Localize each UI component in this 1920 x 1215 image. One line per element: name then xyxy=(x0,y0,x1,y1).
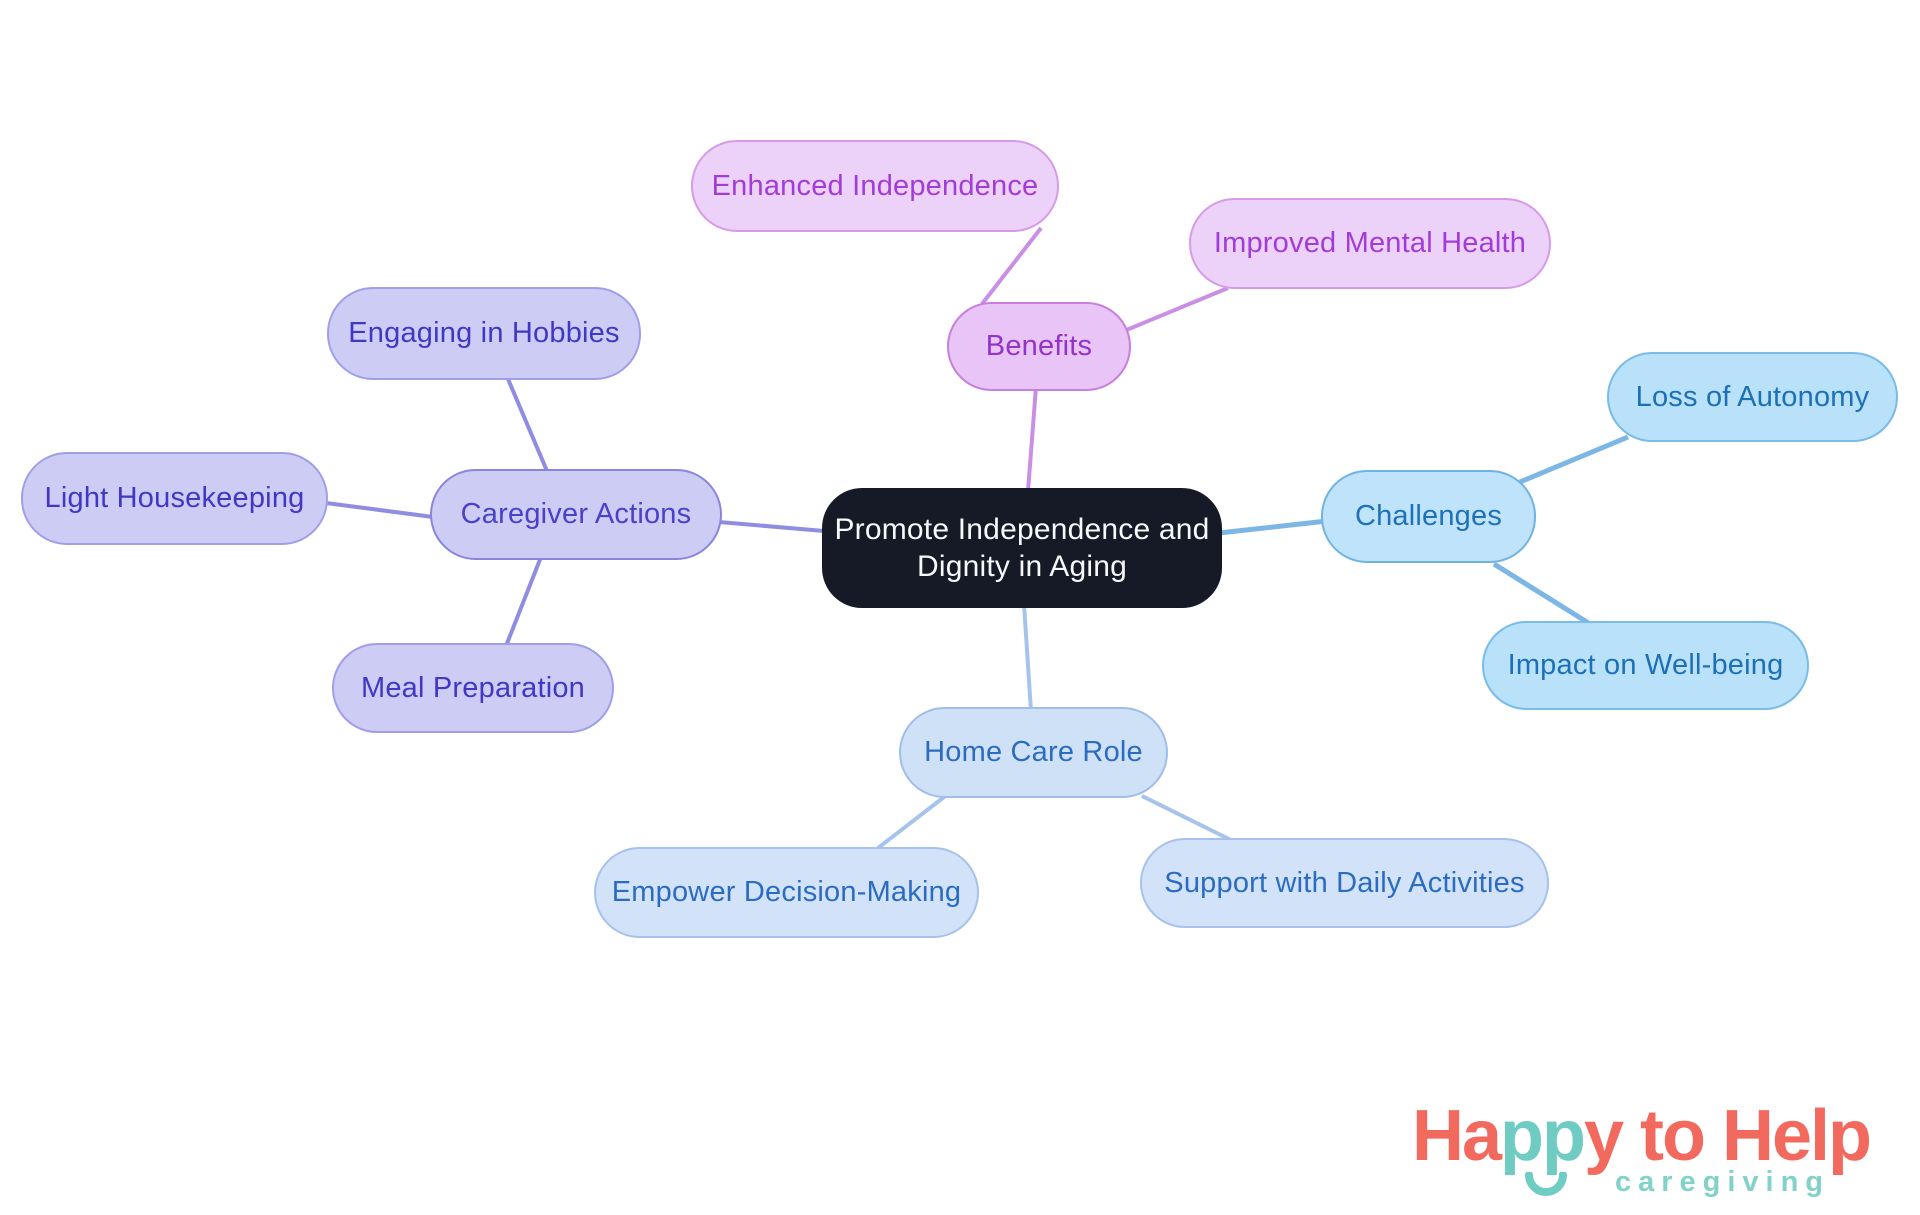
logo-text-part2: pp xyxy=(1500,1096,1586,1176)
logo-text-part3: y to Help xyxy=(1583,1096,1872,1176)
edge-center-caregiver xyxy=(718,520,825,533)
node-meal-preparation[interactable]: Meal Preparation xyxy=(332,643,614,733)
edge-caregiver-engaging xyxy=(506,378,549,472)
smile-icon xyxy=(1525,1172,1567,1196)
edge-benefits-improved xyxy=(1123,286,1229,333)
edge-homecare-support xyxy=(1141,794,1234,843)
edge-challenges-impact xyxy=(1492,561,1592,627)
node-center-topic[interactable]: Promote Independence and Dignity in Agin… xyxy=(822,488,1222,608)
edge-challenges-loss xyxy=(1519,434,1629,485)
node-impact-on-well-being[interactable]: Impact on Well-being xyxy=(1482,621,1809,710)
node-light-housekeeping[interactable]: Light Housekeeping xyxy=(21,452,328,545)
logo-text-part1: Ha xyxy=(1411,1096,1502,1176)
edge-caregiver-light xyxy=(325,501,434,519)
logo-tagline: caregiving xyxy=(1614,1166,1830,1198)
node-home-care-role[interactable]: Home Care Role xyxy=(899,707,1168,798)
node-loss-of-autonomy[interactable]: Loss of Autonomy xyxy=(1607,352,1898,442)
edge-benefits-enhanced xyxy=(980,226,1043,306)
edge-center-homecare xyxy=(1022,603,1033,712)
edge-center-challenges xyxy=(1218,518,1328,536)
edge-caregiver-meal xyxy=(504,556,543,647)
node-empower-decision-making[interactable]: Empower Decision-Making xyxy=(594,847,979,938)
node-engaging-in-hobbies[interactable]: Engaging in Hobbies xyxy=(327,287,641,380)
node-caregiver-actions[interactable]: Caregiver Actions xyxy=(430,469,722,560)
node-benefits[interactable]: Benefits xyxy=(947,302,1131,391)
edge-center-benefits xyxy=(1026,386,1038,492)
node-improved-mental-health[interactable]: Improved Mental Health xyxy=(1189,198,1551,289)
edge-homecare-empower xyxy=(876,792,950,850)
node-support-daily-activities[interactable]: Support with Daily Activities xyxy=(1140,838,1549,928)
node-challenges[interactable]: Challenges xyxy=(1321,470,1536,563)
node-enhanced-independence[interactable]: Enhanced Independence xyxy=(691,140,1059,232)
